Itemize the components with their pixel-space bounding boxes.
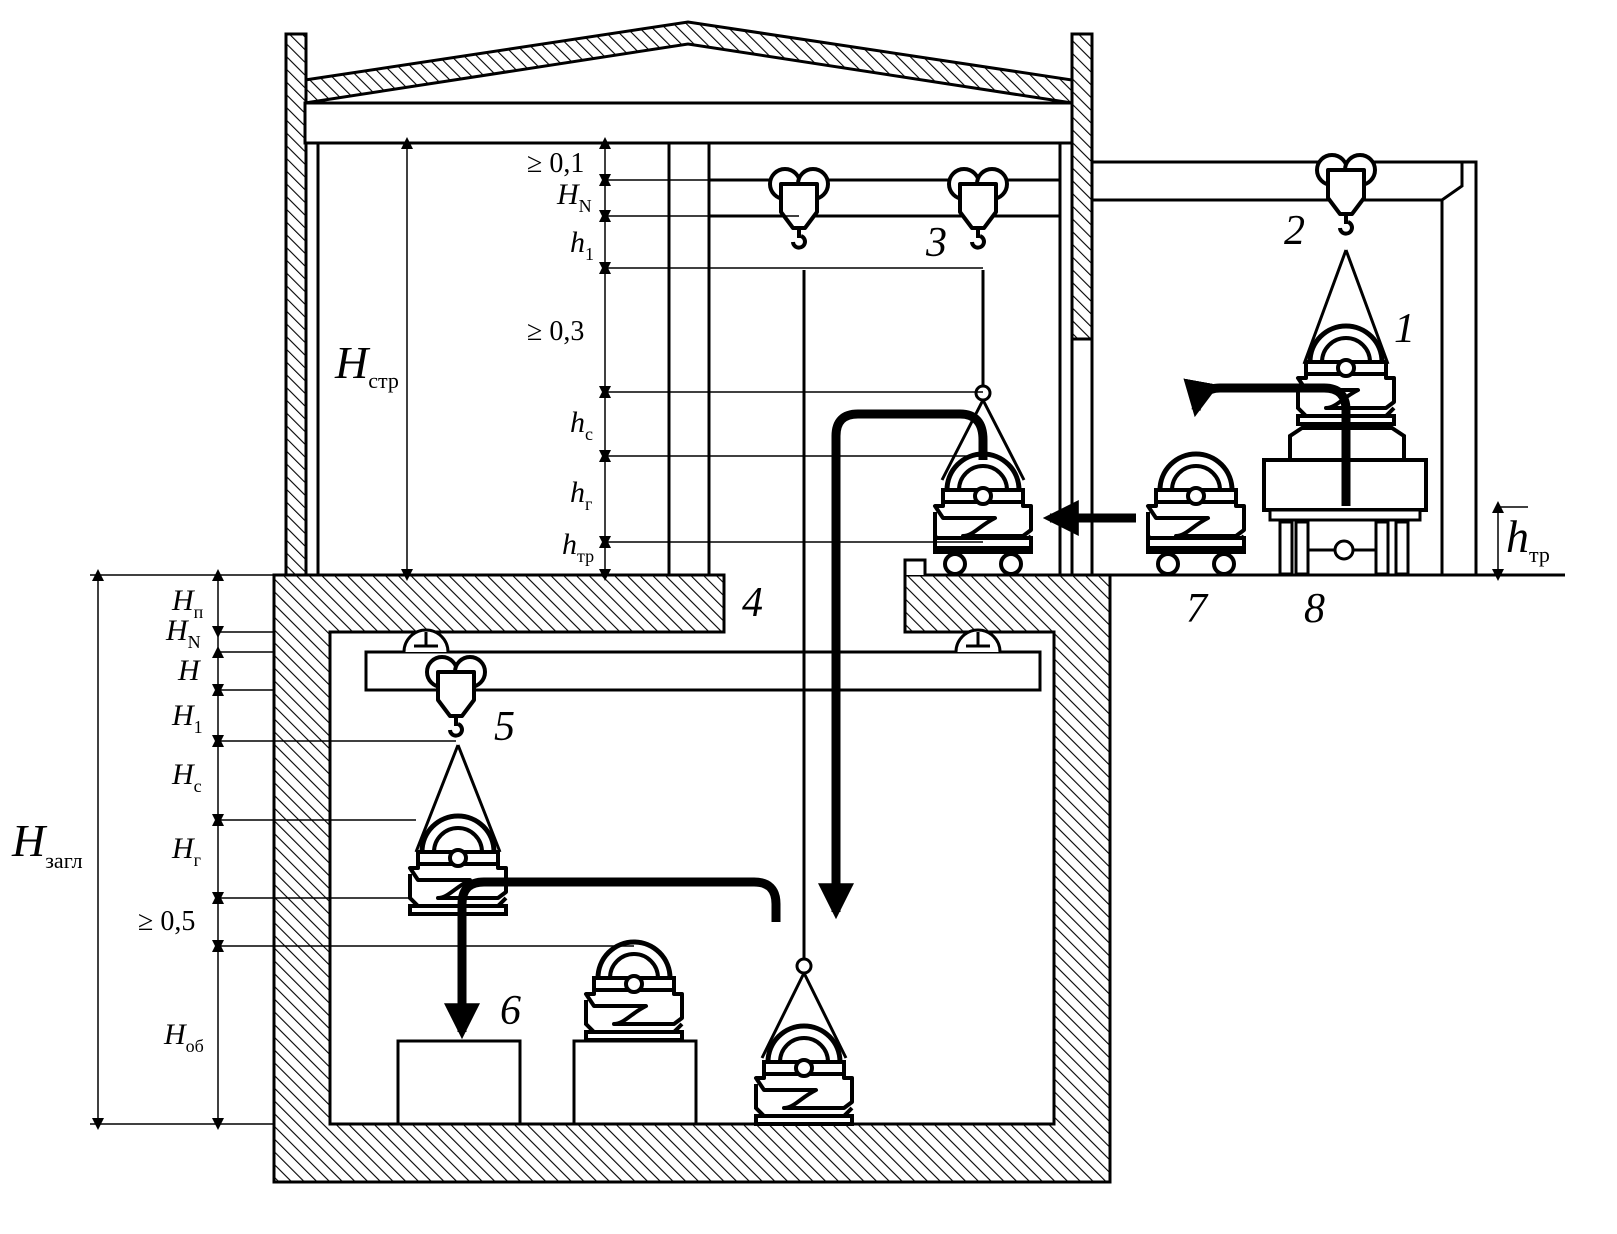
number-5: 5	[494, 704, 515, 750]
label-lower-3: H1	[171, 699, 203, 737]
label-lower-5: Hг	[171, 832, 201, 870]
cart-3	[933, 536, 1033, 576]
label-h-tr-right: hтр	[1506, 511, 1550, 567]
dimension-lines	[90, 137, 1528, 1130]
number-3: 3	[925, 220, 947, 266]
number-6: 6	[500, 988, 521, 1034]
building-structure	[272, 20, 1565, 1184]
number-1: 1	[1394, 306, 1415, 352]
equipment	[410, 153, 1428, 1124]
hoist-2	[1315, 153, 1377, 236]
label-upper-5: hг	[570, 476, 592, 514]
hoist-5	[425, 655, 487, 738]
number-8: 8	[1304, 586, 1325, 632]
label-lower-6: ≥ 0,5	[138, 906, 195, 937]
label-upper-0: ≥ 0,1	[527, 148, 584, 179]
label-lower-2: H	[177, 654, 202, 687]
number-4: 4	[742, 580, 763, 626]
pump-on-foundation	[586, 942, 682, 1040]
label-lower-1: HN	[165, 614, 201, 652]
number-7: 7	[1186, 586, 1209, 632]
labels: ≥ 0,1 HN h1 ≥ 0,3 hс hг hтр Hстр hтр Hп …	[11, 148, 1550, 1056]
label-upper-6: hтр	[562, 528, 594, 566]
flow-arrows	[444, 378, 1351, 1040]
label-h-zagl: Hзагл	[11, 815, 83, 873]
label-upper-4: hс	[570, 406, 593, 444]
label-h-str: Hстр	[334, 337, 399, 393]
label-upper-1: HN	[556, 178, 592, 216]
label-lower-7: Hоб	[163, 1018, 204, 1056]
label-upper-2: h1	[570, 226, 594, 264]
label-lower-0: Hп	[171, 584, 204, 622]
label-lower-4: Hс	[171, 758, 202, 796]
cart-7	[1146, 536, 1246, 576]
number-2: 2	[1284, 208, 1305, 254]
label-upper-3: ≥ 0,3	[527, 316, 584, 347]
